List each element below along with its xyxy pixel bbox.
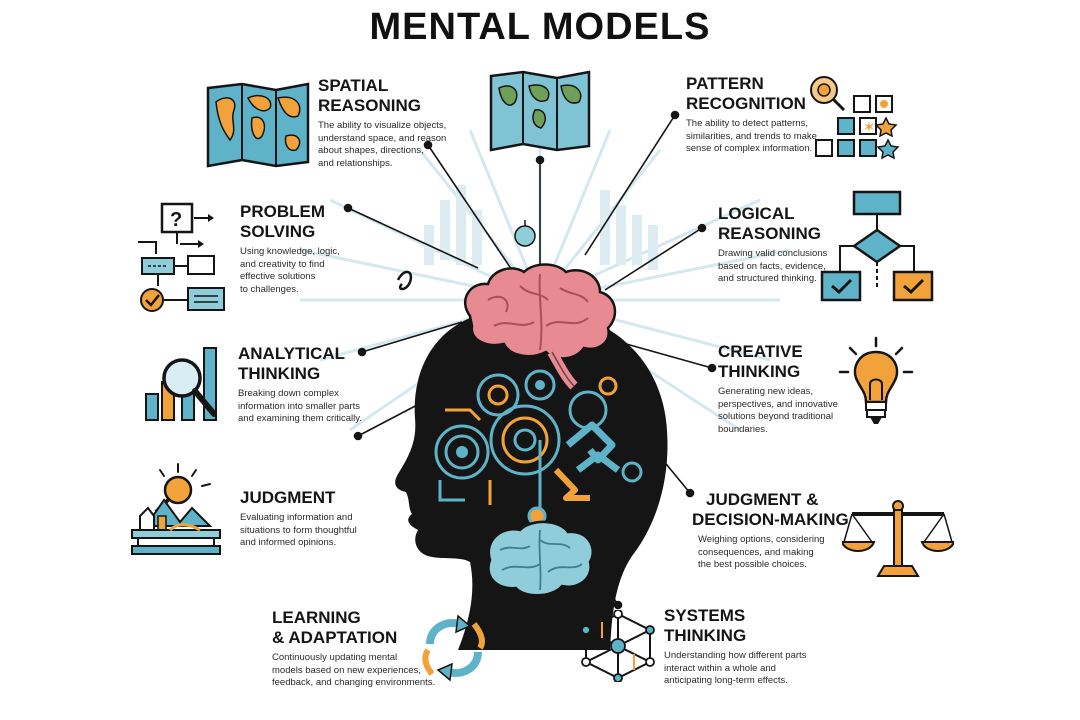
- flowchart-question-icon: ?: [138, 202, 225, 312]
- creative-desc-line: Generating new ideas,: [718, 386, 814, 397]
- spatial-reasoning-block: SPATIAL REASONING The ability to visuali…: [318, 76, 446, 170]
- brain-lower: [487, 520, 594, 597]
- analytical-thinking-heading-1: ANALYTICAL: [238, 344, 346, 363]
- pattern-desc-line: similarities, and trends to make: [686, 130, 817, 142]
- logical-reasoning-block: LOGICAL REASONING Drawing valid conclusi…: [718, 204, 827, 286]
- pattern-grid-icon: ✶: [810, 76, 900, 160]
- analytical-thinking-block: ANALYTICAL THINKING Breaking down comple…: [238, 344, 362, 426]
- learning-desc-line: Continuously updating mental: [272, 652, 398, 663]
- systems-desc-line: anticipating long-term effects.: [664, 675, 788, 687]
- learning-adaptation-block: LEARNING & ADAPTATION Continuously updat…: [272, 608, 435, 690]
- learning-adaptation-heading-2: & ADAPTATION: [272, 628, 398, 647]
- map-icon: [489, 70, 591, 152]
- judgment-desc-line: and informed opinions.: [240, 537, 337, 549]
- judgment-block: JUDGMENT Evaluating information and situ…: [240, 488, 357, 550]
- pattern-recognition-heading-1: PATTERN: [686, 74, 764, 93]
- judgment-heading: JUDGMENT: [240, 488, 336, 507]
- problem-solving-block: PROBLEM SOLVING Using knowledge, logic, …: [240, 202, 340, 296]
- logical-reasoning-heading-1: LOGICAL: [718, 204, 795, 223]
- systems-thinking-heading-1: SYSTEMS: [664, 606, 746, 625]
- judgment-desc-line: situations to form thoughtful: [240, 524, 357, 536]
- learning-desc-line: feedback, and changing environments.: [272, 677, 436, 689]
- spatial-desc-line: about shapes, directions,: [318, 145, 424, 157]
- pattern-desc-line: The ability to detect patterns,: [686, 118, 808, 129]
- svg-text:✶: ✶: [864, 120, 874, 134]
- systems-desc-line: Understanding how different parts: [664, 650, 807, 661]
- page-title: MENTAL MODELS: [369, 6, 711, 48]
- creative-desc-line: solutions beyond traditional: [718, 411, 834, 423]
- analytical-desc-line: Breaking down complex: [238, 388, 339, 399]
- decision-desc-line: the best possible choices.: [698, 559, 807, 571]
- systems-thinking-block: SYSTEMS THINKING Understanding how diffe…: [664, 606, 806, 688]
- problem-solving-heading-2: SOLVING: [240, 222, 316, 241]
- spatial-desc-line: The ability to visualize objects,: [318, 120, 447, 131]
- decision-desc-line: consequences, and making: [698, 546, 814, 558]
- head-circuitry: [434, 369, 643, 526]
- analytical-thinking-heading-2: THINKING: [238, 364, 321, 383]
- creative-thinking-block: CREATIVE THINKING Generating new ideas, …: [718, 342, 838, 436]
- decision-making-block: JUDGMENT & DECISION-MAKING Weighing opti…: [692, 490, 849, 572]
- lightbulb-icon: [838, 336, 914, 424]
- sun-landscape-icon: [131, 463, 221, 555]
- connectors: [343, 100, 717, 610]
- decision-making-heading-1: JUDGMENT &: [706, 490, 819, 509]
- spatial-reasoning-heading-1: SPATIAL: [318, 76, 389, 95]
- pattern-desc-line: sense of complex information.: [686, 143, 813, 155]
- problem-desc-line: effective solutions: [240, 271, 316, 283]
- problem-desc-line: Using knowledge, logic,: [240, 246, 340, 257]
- learning-desc-line: models based on new experiences,: [272, 664, 421, 676]
- problem-solving-heading-1: PROBLEM: [240, 202, 325, 221]
- spatial-reasoning-heading-2: REASONING: [318, 96, 421, 115]
- problem-desc-line: and creativity to find: [240, 258, 325, 270]
- analytical-desc-line: and examining them critically.: [238, 413, 362, 425]
- network-hexagon-icon: [581, 610, 655, 682]
- svg-text:?: ?: [170, 209, 182, 231]
- balance-scale-icon: [842, 500, 954, 577]
- logical-reasoning-heading-2: REASONING: [718, 224, 821, 243]
- learning-adaptation-heading-1: LEARNING: [272, 608, 361, 627]
- pattern-recognition-heading-2: RECOGNITION: [686, 94, 806, 113]
- logical-desc-line: based on facts, evidence,: [718, 260, 826, 272]
- logical-desc-line: and structured thinking.: [718, 273, 817, 285]
- logical-desc-line: Drawing valid conclusions: [718, 248, 828, 259]
- arrow-chevrons: [553, 421, 621, 501]
- spatial-desc-line: and relationships.: [318, 157, 393, 169]
- analytical-desc-line: information into smaller parts: [238, 400, 360, 412]
- judgment-desc-line: Evaluating information and: [240, 512, 353, 523]
- head-silhouette: [395, 307, 668, 650]
- systems-thinking-heading-2: THINKING: [664, 626, 747, 645]
- creative-desc-line: boundaries.: [718, 423, 768, 435]
- spatial-desc-line: understand space, and reason: [318, 132, 447, 144]
- hook-glyph: [396, 270, 413, 291]
- world-map-icon: [206, 82, 310, 168]
- pattern-recognition-block: PATTERN RECOGNITION The ability to detec…: [686, 74, 817, 156]
- decision-desc-line: Weighing options, considering: [698, 534, 825, 545]
- top-node: [514, 220, 536, 247]
- cycle-arrows-icon: [422, 614, 485, 682]
- decision-making-heading-2: DECISION-MAKING: [692, 510, 849, 529]
- creative-desc-line: perspectives, and innovative: [718, 398, 838, 410]
- systems-desc-line: interact within a whole and: [664, 662, 776, 674]
- brain-top: [463, 263, 617, 390]
- decision-flowchart-icon: [820, 190, 934, 302]
- creative-thinking-heading-2: THINKING: [718, 362, 801, 381]
- creative-thinking-heading-1: CREATIVE: [718, 342, 803, 361]
- magnifier-chart-icon: [145, 347, 217, 421]
- problem-desc-line: to challenges.: [240, 283, 299, 295]
